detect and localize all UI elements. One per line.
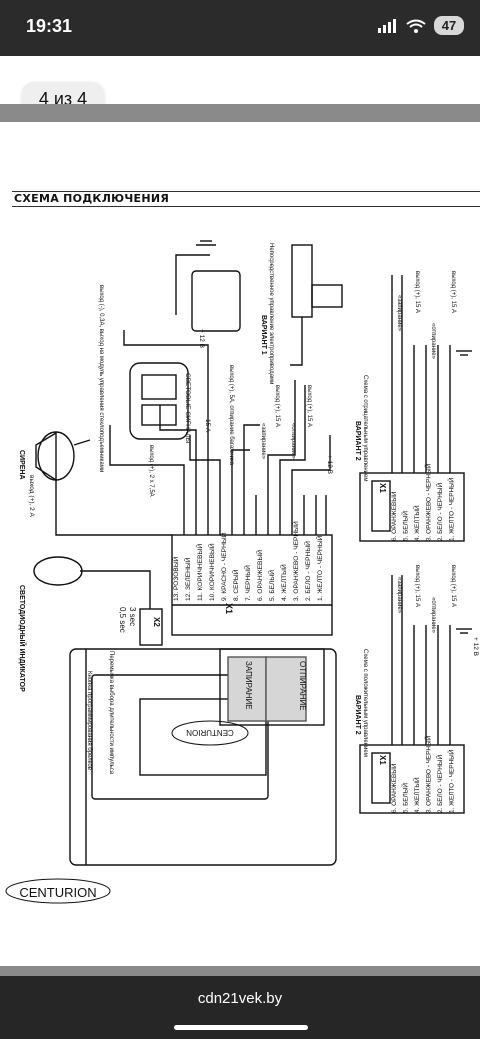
wire-label: 3. ОРАНЖЕВО - ЧЕРНЫЙ (424, 735, 433, 813)
label-variant2-neg: ВАРИАНТ 2 (354, 421, 361, 461)
wire-label: 13. РОЗОВЫЙ (171, 556, 180, 601)
wire-label: 4. ЖЕЛТЫЙ (412, 777, 421, 813)
label-lock: ЗАПИРАНИЕ (244, 661, 253, 710)
wire-label: 6. ОРАНЖЕВЫЙ (389, 491, 398, 541)
wire-label: 5. БЕЛЫЙ (267, 570, 276, 601)
wifi-icon (406, 19, 426, 33)
document-viewer[interactable] (0, 56, 480, 976)
label-zap-pos: «запирание» (396, 577, 402, 614)
wire-label: 1. ЖЕЛТО - ЧЕРНЫЙ (447, 749, 456, 813)
wire-label: 8. СЕРЫЙ (231, 569, 240, 601)
label-x1-neg: X1 (378, 483, 387, 493)
wire-label: 10. КОРИЧНЕВЫЙ (207, 543, 216, 601)
car-outline (129, 362, 189, 440)
home-indicator[interactable] (174, 1025, 308, 1030)
led-indicator-shape (33, 556, 83, 586)
wire-label: 12. ЗЕЛЕНЫЙ (183, 557, 192, 601)
label-out15-neg-b: выход (+), 15 А (450, 271, 456, 313)
wire-label: 6. ОРАНЖЕВЫЙ (389, 763, 398, 813)
wire-label: 3. ОРАНЖЕВО - ЧЕРНЫЙ (424, 463, 433, 541)
wiring-diagram: CENTURION СИРЕНА выход (+), 2 А СВЕТОДИО… (5, 240, 479, 904)
label-otp-pos: «отпирание» (430, 597, 436, 634)
label-variant2-pos: ВАРИАНТ 2 (354, 695, 361, 735)
label-otp-v1: «отпирание» (290, 423, 296, 460)
label-siren-out: выход (+), 2 А (28, 475, 35, 518)
label-otp-neg: «отпирание» (430, 323, 436, 360)
wire-label: 1. ЖЕЛТО - ЧЕРНЫЙ (315, 535, 324, 601)
actuator (291, 244, 313, 318)
wire-label: 2. БЕЛО - ЧЕРНЫЙ (435, 755, 444, 813)
label-x1-pos: X1 (378, 755, 387, 765)
brand-logo: CENTURION (19, 885, 96, 900)
label-variant2-neg-desc: Схема с отрицательным управлением (362, 375, 368, 481)
label-out15-pos-a: выход (+), 15 А (414, 565, 420, 607)
label-out15-v1a: выход (+), 15 А (274, 385, 280, 427)
module-box (191, 270, 241, 332)
wire-label: 3. ОРАНЖЕВО - ЧЕРНЫЙ (291, 521, 300, 601)
label-switch: Перемычка выбора длительности импульса (108, 651, 114, 775)
label-unlock: ОТПИРАНИЕ (298, 661, 307, 711)
label-variant1: ВАРИАНТ 1 (260, 315, 267, 355)
status-icons: 47 (378, 16, 464, 35)
label-plus12-b: + 12 В (326, 455, 333, 474)
wire-label: 5. БЕЛЫЙ (401, 783, 410, 813)
siren-shape (35, 431, 57, 482)
wire-label: 4. ЖЕЛТЫЙ (279, 564, 288, 601)
label-fuse: 15 А (204, 419, 211, 433)
label-out-module: выход (-), 0,3А, выход на модуль управле… (98, 285, 104, 472)
page-separator (0, 104, 480, 122)
document-title: СХЕМА ПОДКЛЮЧЕНИЯ (14, 192, 170, 205)
page-bottom-band (0, 966, 480, 976)
battery-icon: 47 (434, 16, 464, 35)
label-button: Кнопка программирования брелков (86, 671, 92, 770)
label-plus12-c: + 12 В (472, 637, 479, 656)
wire-label: 2. БЕЛО - ЧЕРНЫЙ (435, 483, 444, 541)
wire-label: 2. БЕЛО - ЧЕРНЫЙ (303, 541, 312, 601)
wire-label: 9. КРАСНО - ЧЕРНЫЙ (219, 532, 228, 601)
label-out15-neg-a: выход (+), 15 А (414, 271, 420, 313)
label-x2: X2 (152, 617, 161, 627)
status-bar: 19:31 47 (0, 0, 480, 56)
label-signals: СВЕТОВЫЕ СИГНАЛЫ (184, 373, 191, 444)
label-x1: X1 (224, 603, 234, 614)
main-unit (69, 648, 337, 866)
wire-label: 11. КОРИЧНЕВЫЙ (195, 544, 204, 601)
label-out-lights: выход (+), 2 х 7,5А (148, 445, 154, 497)
label-out15-pos-b: выход (+), 15 А (450, 565, 456, 607)
variant2-neg-box (359, 472, 465, 542)
wire-label: 1. ЖЕЛТО - ЧЕРНЫЙ (447, 477, 456, 541)
wire-label: 6. ОРАНЖЕВЫЙ (255, 550, 264, 601)
label-t3: 3 sec (128, 607, 137, 626)
url-label[interactable]: cdn21vek.by (197, 990, 283, 1007)
variant2-pos-box (359, 744, 465, 814)
label-variant2-pos-desc: Схема с положительным управлением (362, 649, 368, 757)
label-plus12-a: + 12 В (198, 329, 205, 348)
label-zap-neg: «запирание» (396, 295, 402, 332)
title-rule (12, 191, 480, 207)
label-siren: СИРЕНА (18, 450, 25, 480)
status-time: 19:31 (26, 16, 73, 36)
label-variant1-desc: Непосредственное управление электроприво… (268, 243, 274, 384)
unit-brand: CENTURION (186, 728, 234, 737)
label-led: СВЕТОДИОДНЫЙ ИНДИКАТОР (18, 585, 27, 692)
connector-x2 (139, 608, 163, 646)
label-t05: 0,5 sec (118, 607, 127, 633)
wire-label: 5. БЕЛЫЙ (401, 511, 410, 541)
label-trunk: выход (+), 5А, отпирание багажника (228, 365, 234, 466)
wire-label: 7. ЧЕРНЫЙ (243, 565, 252, 601)
label-zap-v1: «запирание» (260, 423, 266, 460)
connector-x1 (171, 534, 333, 636)
label-out15-v1b: выход (+), 15 А (306, 385, 312, 427)
signal-icon (378, 18, 396, 33)
wire-label: 4. ЖЕЛТЫЙ (412, 505, 421, 541)
